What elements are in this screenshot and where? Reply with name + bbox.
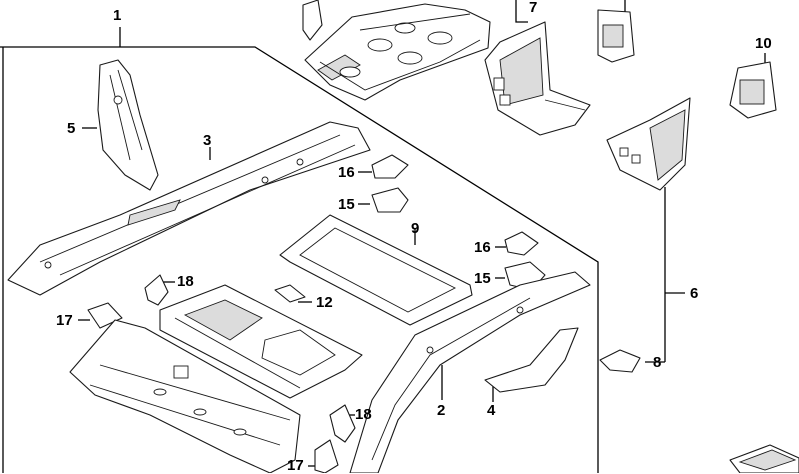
callout-12: 12 <box>316 294 333 311</box>
part-5-pillar <box>82 59 159 191</box>
callout-3: 3 <box>203 132 212 149</box>
part-6-bracket <box>606 97 691 191</box>
top-right-bracket <box>597 0 635 63</box>
callout-16-upper: 16 <box>338 164 355 181</box>
assembly-bracket-1 <box>0 27 599 473</box>
part-3-side-sill <box>7 121 371 296</box>
part-10-mount <box>729 53 777 119</box>
part-12-plate <box>274 284 312 303</box>
callout-17-upper: 17 <box>56 312 73 329</box>
part-2-side-member <box>349 271 591 473</box>
callout-6: 6 <box>690 285 699 302</box>
part-9-frame <box>279 214 473 326</box>
callout-7: 7 <box>529 0 538 16</box>
part-18-bracket-upper <box>144 274 175 306</box>
callout-18-upper: 18 <box>177 273 194 290</box>
callout-4: 4 <box>487 402 496 419</box>
callout-15-lower: 15 <box>474 270 491 287</box>
callout-16-lower: 16 <box>474 239 491 256</box>
upper-floor-panel <box>302 0 491 101</box>
part-7-bracket <box>484 0 591 136</box>
callout-18-lower: 18 <box>355 406 372 423</box>
callout-5: 5 <box>67 120 76 137</box>
part-17-bracket-lower <box>308 439 339 473</box>
orientation-arrow-icon <box>729 444 799 473</box>
assembly-bracket-6 <box>645 187 685 363</box>
part-15-clip-upper <box>358 187 409 213</box>
rear-floor-pan <box>159 284 363 399</box>
callout-17-lower: 17 <box>287 457 304 474</box>
callout-8: 8 <box>653 354 662 371</box>
callout-15-upper: 15 <box>338 196 355 213</box>
front-floor-pan <box>69 319 301 473</box>
part-16-clip-upper <box>358 154 409 179</box>
part-8-clip <box>599 349 641 373</box>
callout-1: 1 <box>113 7 122 24</box>
part-18-bracket-lower <box>329 404 356 443</box>
callout-2: 2 <box>437 402 446 419</box>
part-16-clip-lower <box>495 231 539 256</box>
callout-9: 9 <box>411 220 420 237</box>
callout-10: 10 <box>755 35 772 52</box>
part-4-bracket <box>484 327 579 402</box>
